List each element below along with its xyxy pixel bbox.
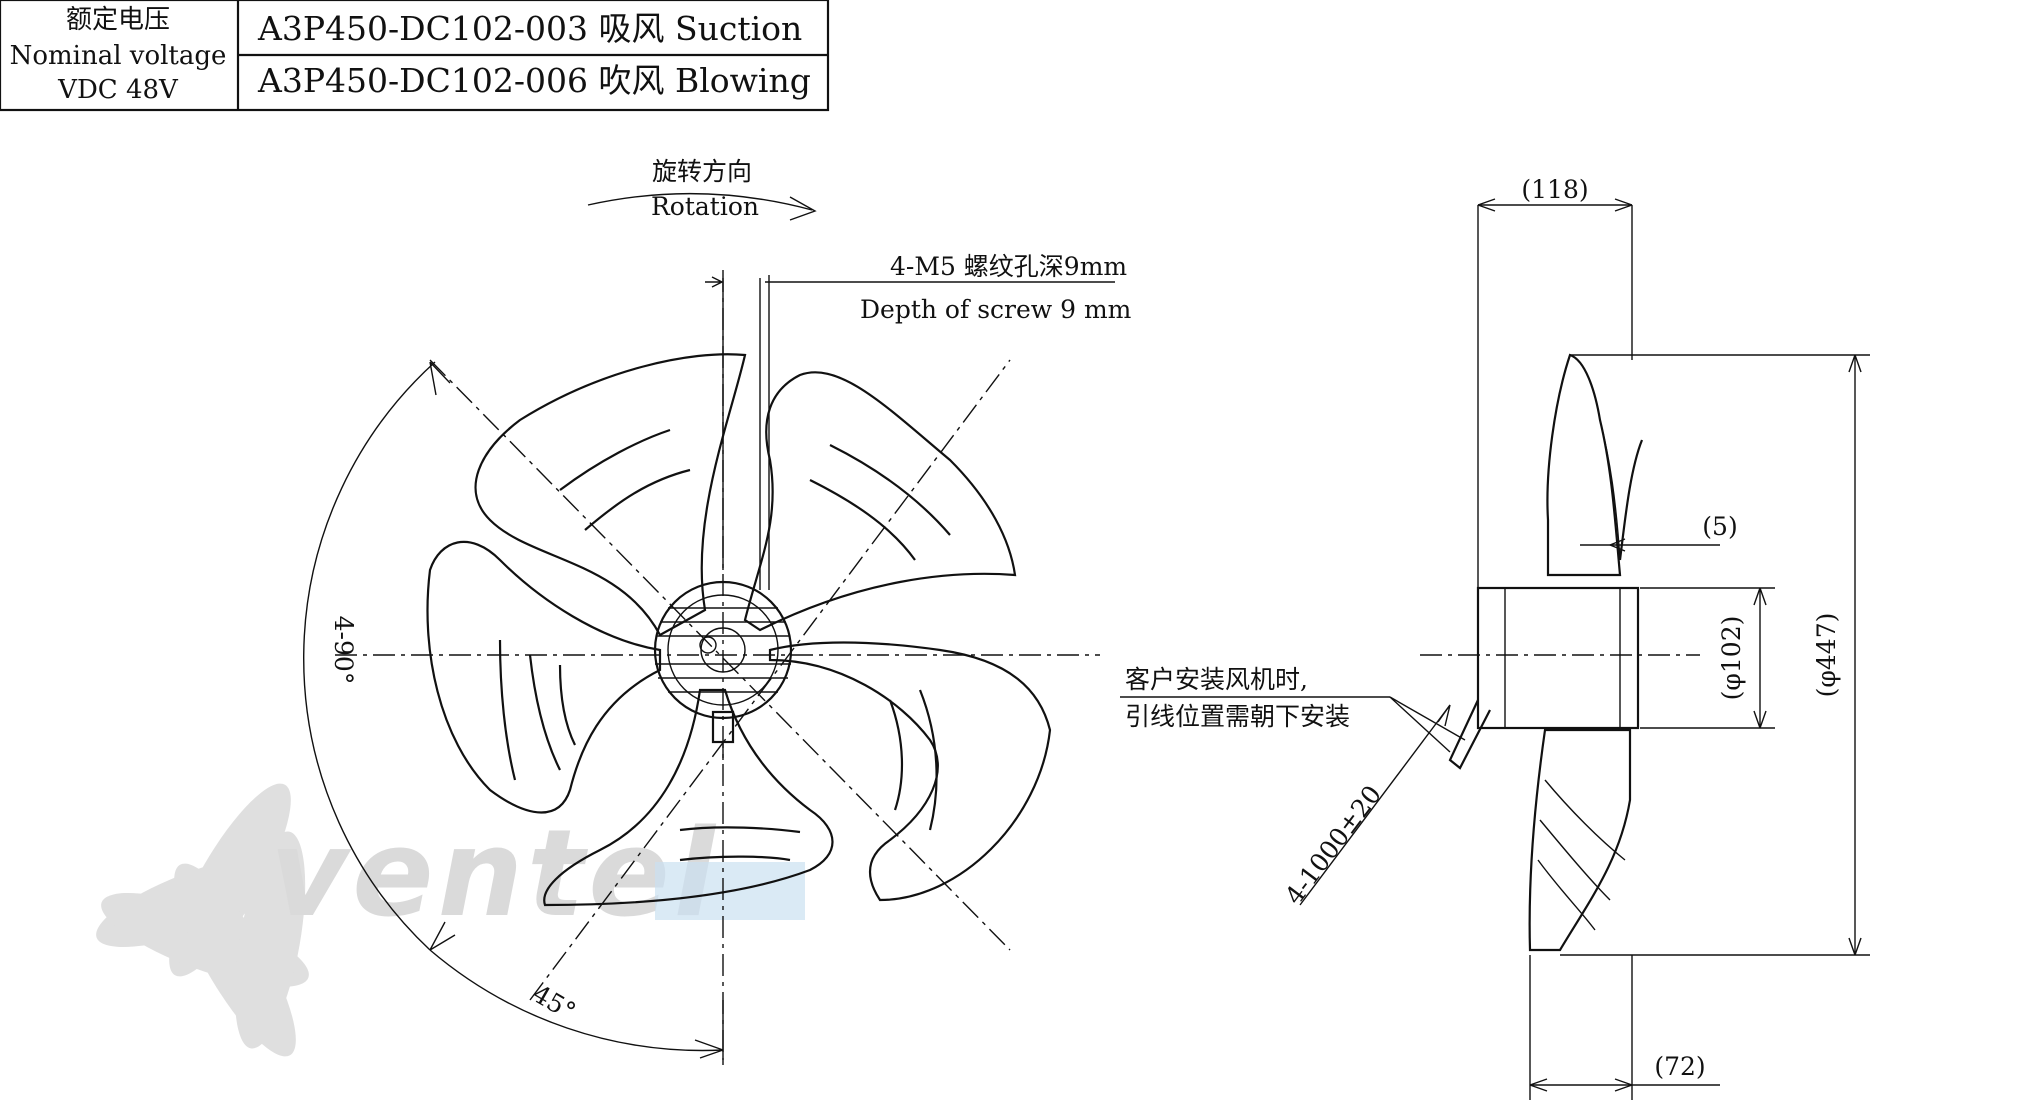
install-note-line2: 引线位置需朝下安装 [1125, 702, 1350, 731]
side-view: (118) (5) [1120, 175, 1870, 1100]
dim-overall-label: (φ447) [1812, 613, 1841, 698]
motor-hub [653, 580, 793, 760]
voltage-label-en: Nominal voltage [10, 41, 227, 71]
rotation-arrowhead-icon [789, 196, 817, 221]
dim-overall-diameter: (φ447) [1560, 354, 1870, 956]
rotation-label-cn: 旋转方向 [652, 157, 752, 186]
spec-table: 额定电压 Nominal voltage VDC 48V A3P450-DC10… [0, 0, 830, 112]
cable-length-label: 4-1000±20 [1279, 780, 1387, 910]
fan-blade-5 [426, 540, 662, 814]
watermark-fan-icon [96, 783, 309, 1057]
install-note: 客户安装风机时, 引线位置需朝下安装 [1120, 665, 1466, 753]
fan-blade-2 [743, 371, 1017, 632]
model-row-suction: A3P450-DC102-003 吸风 Suction [257, 9, 802, 48]
voltage-label-cn: 额定电压 [66, 5, 170, 35]
dim-depth: (72) [1529, 955, 1720, 1100]
install-note-line1: 客户安装风机时, [1125, 665, 1308, 694]
fan-blade-4 [543, 688, 834, 907]
watermark-brand-text: ventel [270, 805, 719, 944]
dim-width: (118) [1477, 175, 1633, 590]
front-diagonal-centerline-2 [529, 359, 1011, 1001]
screw-label-en: Depth of screw 9 mm [860, 295, 1132, 324]
angle-dimensions: 4-90° 45° [303, 361, 724, 1065]
angle-4x90-label: 4-90° [329, 616, 358, 685]
dim-hub-label: (φ102) [1717, 616, 1746, 701]
angle-45-label: 45° [528, 979, 581, 1026]
voltage-value: VDC 48V [57, 75, 179, 105]
model-row-blowing: A3P450-DC102-006 吹风 Blowing [257, 61, 811, 100]
watermark-logo: ventel [96, 783, 805, 1057]
rotation-indicator: 旋转方向 Rotation [587, 157, 817, 221]
fan-blade-3 [768, 641, 1052, 902]
dim-gap-label: (5) [1702, 512, 1737, 541]
side-profile [1448, 353, 1644, 952]
front-diagonal-centerline-1 [429, 359, 1011, 951]
dim-gap: (5) [1580, 512, 1738, 552]
rotation-arrow [587, 192, 813, 211]
screw-hole-callout: 4-M5 螺纹孔深9mm Depth of screw 9 mm [705, 252, 1132, 590]
side-hub [1476, 586, 1640, 730]
fan-impeller [426, 353, 1052, 907]
cable-length-dimension: 4-1000±20 [1279, 704, 1451, 910]
fan-blade-1 [474, 353, 747, 637]
hub-cooling-fins [655, 607, 791, 693]
screw-label-cn: 4-M5 螺纹孔深9mm [890, 252, 1127, 281]
dim-hub-diameter: (φ102) [1640, 587, 1775, 729]
dim-width-label: (118) [1521, 175, 1588, 204]
dim-depth-label: (72) [1654, 1052, 1705, 1081]
